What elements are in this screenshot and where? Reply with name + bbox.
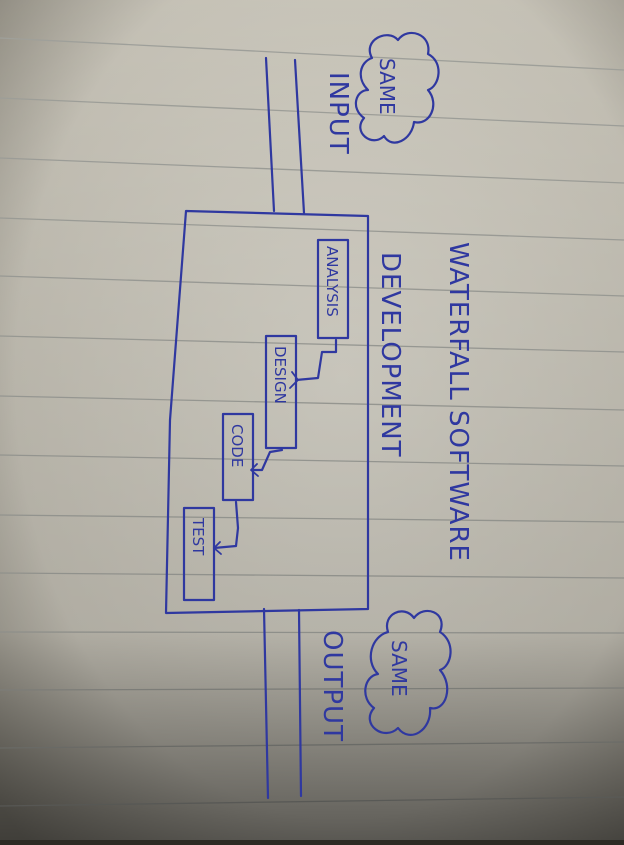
code-box <box>221 412 255 502</box>
output-pipe-right <box>297 608 303 798</box>
arrow-analysis-design <box>294 338 338 382</box>
diagram-title-line1: WATERFALL SOFTWARE <box>443 242 473 562</box>
design-box <box>264 334 298 450</box>
input-pipe-left <box>264 56 276 213</box>
stage-label-code: CODE <box>228 424 246 467</box>
input-cloud-label: SAME <box>375 58 399 115</box>
stage-label-design: DESIGN <box>271 346 289 404</box>
waterfall-sketch <box>164 31 452 800</box>
input-pipe-right <box>293 58 306 215</box>
output-pipe-left <box>262 607 270 800</box>
stage-label-test: TEST <box>189 517 207 556</box>
arrow-design-code <box>251 448 284 472</box>
input-cloud <box>354 31 440 144</box>
analysis-box <box>316 238 350 340</box>
output-cloud-label: SAME <box>387 640 411 697</box>
arrow-code-test <box>212 500 240 550</box>
stage-label-analysis: ANALYSIS <box>323 246 341 317</box>
output-label: OUTPUT <box>317 630 347 742</box>
input-label: INPUT <box>323 72 353 155</box>
labels: WATERFALL SOFTWARE DEVELOPMENT INPUT OUT… <box>189 58 473 742</box>
development-box <box>164 209 370 615</box>
output-cloud <box>364 609 452 736</box>
diagram-title-line2: DEVELOPMENT <box>375 252 405 458</box>
test-box <box>182 506 216 602</box>
